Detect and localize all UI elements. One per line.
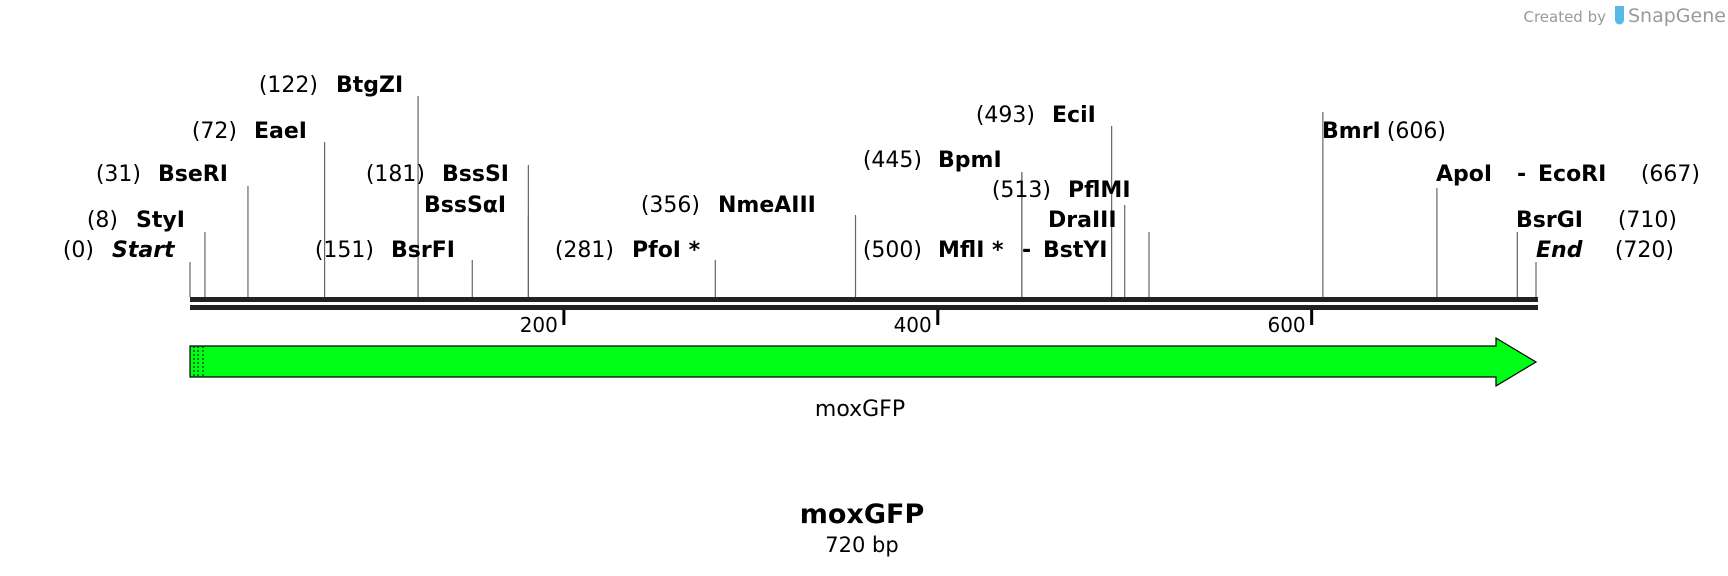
site-end[interactable]: End (720): [1536, 238, 1674, 263]
site-position: (281): [555, 238, 614, 263]
sequence-title: moxGFP: [800, 499, 925, 530]
site-name: BseRI: [158, 162, 228, 187]
site-position: (493): [976, 103, 1035, 128]
site-position: (513): [992, 178, 1051, 203]
site-btgzi[interactable]: (122) BtgZI: [259, 73, 403, 98]
site-name: EciI: [1052, 103, 1096, 128]
site-separator: -: [1022, 238, 1031, 263]
site-name: StyI: [136, 208, 185, 233]
site-name: End: [1536, 238, 1583, 263]
ruler-tick-label: 600: [1267, 313, 1305, 337]
site-bsssi[interactable]: (181) BssSI: [366, 162, 509, 187]
site-position: (710): [1618, 208, 1677, 233]
site-bmri[interactable]: BmrI (606): [1322, 119, 1446, 144]
site-name-2: EcoRI: [1538, 162, 1606, 187]
site-position: (356): [641, 193, 700, 218]
site-name: BmrI: [1322, 119, 1381, 144]
site-bsrfi[interactable]: (151) BsrFI: [315, 238, 455, 263]
site-name: MflI *: [938, 238, 1004, 263]
site-labels: (0) Start (8) StyI (31) BseRI (72) EaeI …: [63, 73, 1700, 263]
site-separator: -: [1517, 162, 1526, 187]
site-bpmi[interactable]: (445) BpmI: [863, 148, 1002, 173]
site-pflmi[interactable]: (513) PflMI: [992, 178, 1131, 203]
site-name: BsrFI: [391, 238, 455, 263]
site-position: (122): [259, 73, 318, 98]
site-name: BtgZI: [336, 73, 403, 98]
credit-text: Created by: [1523, 8, 1606, 26]
site-position: (181): [366, 162, 425, 187]
site-bsrgi[interactable]: BsrGI (710): [1516, 208, 1677, 233]
site-position: (0): [63, 238, 94, 263]
site-start[interactable]: (0) Start: [63, 238, 176, 263]
site-draiii[interactable]: DraIII: [1048, 208, 1117, 233]
site-position: (606): [1387, 119, 1446, 144]
site-ecii[interactable]: (493) EciI: [976, 103, 1096, 128]
ruler: 200 400 600: [520, 310, 1314, 337]
site-position: (500): [863, 238, 922, 263]
site-name: PflMI: [1068, 178, 1131, 203]
feature-label: moxGFP: [815, 397, 905, 422]
site-position: (72): [192, 119, 237, 144]
site-eaei[interactable]: (72) EaeI: [192, 119, 307, 144]
site-name: BssSI: [442, 162, 509, 187]
site-position: (31): [96, 162, 141, 187]
credit-brand: SnapGene: [1628, 5, 1726, 27]
site-name: NmeAIII: [718, 193, 816, 218]
site-bseri[interactable]: (31) BseRI: [96, 162, 228, 187]
site-position: (720): [1615, 238, 1674, 263]
site-bsssai[interactable]: BssSαI: [424, 193, 506, 218]
site-position: (151): [315, 238, 374, 263]
snapgene-logo-icon: [1615, 6, 1624, 25]
site-lines: [189, 96, 1537, 297]
site-position: (8): [87, 208, 118, 233]
site-position: (667): [1641, 162, 1700, 187]
site-name: PfoI *: [632, 238, 701, 263]
site-position: (445): [863, 148, 922, 173]
site-name: DraIII: [1048, 208, 1117, 233]
feature-arrow[interactable]: [189, 336, 1538, 388]
site-name: EaeI: [254, 119, 307, 144]
site-name: BsrGI: [1516, 208, 1583, 233]
site-name: Start: [112, 238, 176, 263]
site-styi[interactable]: (8) StyI: [87, 208, 185, 233]
credit: Created by SnapGene: [1523, 5, 1725, 27]
dna-backbone: [190, 297, 1538, 310]
ruler-tick-label: 200: [520, 313, 558, 337]
map-footer: moxGFP 720 bp: [800, 499, 925, 557]
site-nmeaiii[interactable]: (356) NmeAIII: [641, 193, 816, 218]
sequence-length: 720 bp: [825, 533, 898, 557]
feature-moxgfp[interactable]: moxGFP: [189, 336, 1538, 422]
ruler-tick-label: 400: [894, 313, 932, 337]
site-name: ApoI: [1436, 162, 1492, 187]
site-mfli-bstyi[interactable]: (500) MflI * - BstYI: [863, 238, 1108, 263]
site-apoi-ecori[interactable]: ApoI - EcoRI (667): [1436, 162, 1700, 187]
site-name: BpmI: [938, 148, 1002, 173]
site-name: BssSαI: [424, 193, 506, 218]
site-name-2: BstYI: [1043, 238, 1108, 263]
site-pfoi[interactable]: (281) PfoI *: [555, 238, 701, 263]
